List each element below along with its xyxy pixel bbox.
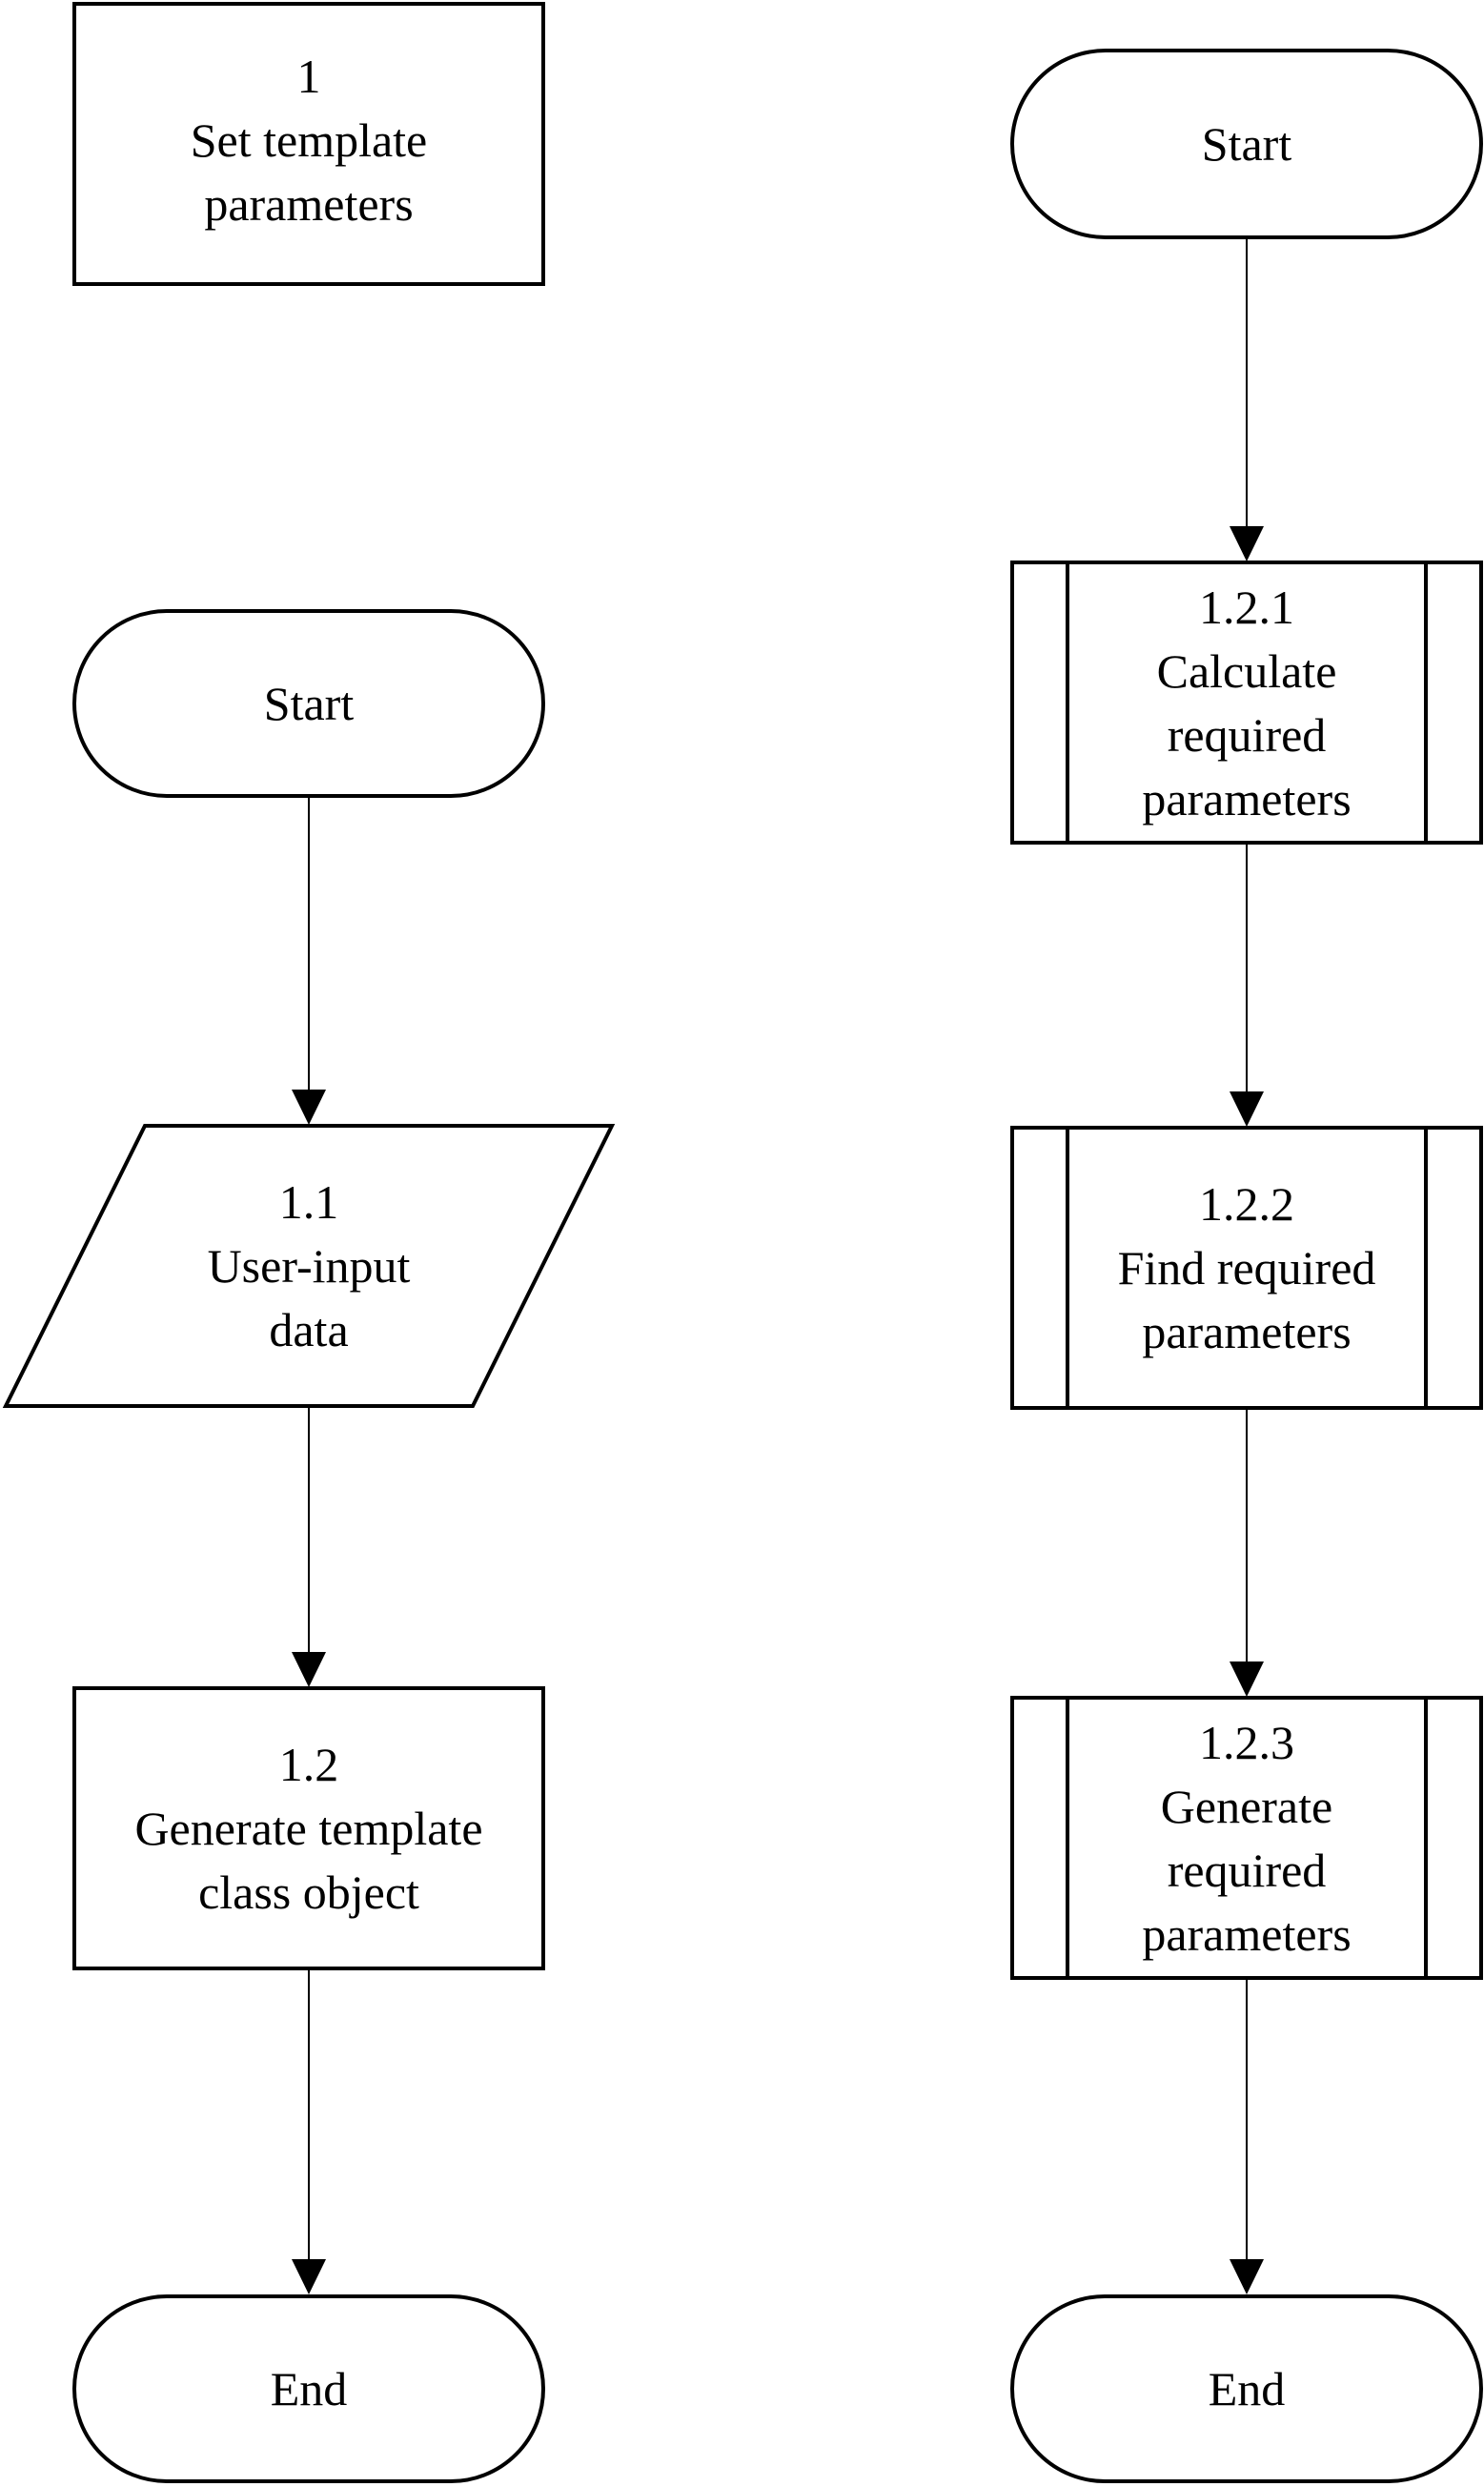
- left-process-box: [72, 1686, 545, 1970]
- left-title-line-3: parameters: [204, 177, 413, 231]
- right-sub2-line-1: 1.2.2: [1199, 1177, 1294, 1231]
- right-end-terminator: [1010, 2294, 1483, 2483]
- right-sub1-line-3: required: [1168, 708, 1327, 762]
- left-input-line-3: data: [269, 1303, 348, 1356]
- right-arrowhead-to-sub1: [1230, 526, 1264, 561]
- right-subprocess-1: [1010, 561, 1483, 845]
- right-arrowhead-to-sub2: [1230, 1091, 1264, 1127]
- left-title-line-1: 1: [297, 50, 321, 103]
- right-sub1-line-2: Calculate: [1157, 644, 1337, 698]
- right-arrowhead-to-sub3: [1230, 1661, 1264, 1697]
- left-input-line-2: User-input: [208, 1239, 411, 1293]
- right-arrowhead-to-end: [1230, 2259, 1264, 2294]
- right-subprocess-2: [1010, 1126, 1483, 1410]
- left-process-line-2: Generate template: [134, 1802, 482, 1855]
- left-end-terminator: [72, 2294, 545, 2483]
- left-title-box: [72, 2, 545, 286]
- right-subprocess-3: [1010, 1696, 1483, 1980]
- right-start-label: Start: [1202, 117, 1292, 171]
- left-process-line-3: class object: [198, 1865, 419, 1919]
- left-end-label: End: [271, 2362, 348, 2416]
- right-sub3-line-3: required: [1168, 1844, 1327, 1897]
- left-input-line-1: 1.1: [279, 1175, 339, 1229]
- right-sub2-line-2: Find required: [1118, 1241, 1376, 1294]
- left-start-label: Start: [264, 677, 355, 730]
- right-sub1-line-1: 1.2.1: [1199, 581, 1294, 634]
- right-end-label: End: [1209, 2362, 1286, 2416]
- right-sub2-line-3: parameters: [1142, 1305, 1351, 1358]
- right-sub3-line-4: parameters: [1142, 1907, 1351, 1961]
- left-arrowhead-to-end: [292, 2259, 326, 2294]
- left-title-line-2: Set template: [191, 113, 428, 167]
- left-arrowhead-to-process: [292, 1652, 326, 1687]
- left-arrowhead-to-input: [292, 1090, 326, 1125]
- right-sub3-line-1: 1.2.3: [1199, 1716, 1294, 1769]
- right-sub1-line-4: parameters: [1142, 772, 1351, 826]
- left-input-parallelogram: [2, 1124, 616, 1408]
- left-process-line-1: 1.2: [279, 1738, 339, 1791]
- right-sub3-line-2: Generate: [1161, 1780, 1332, 1833]
